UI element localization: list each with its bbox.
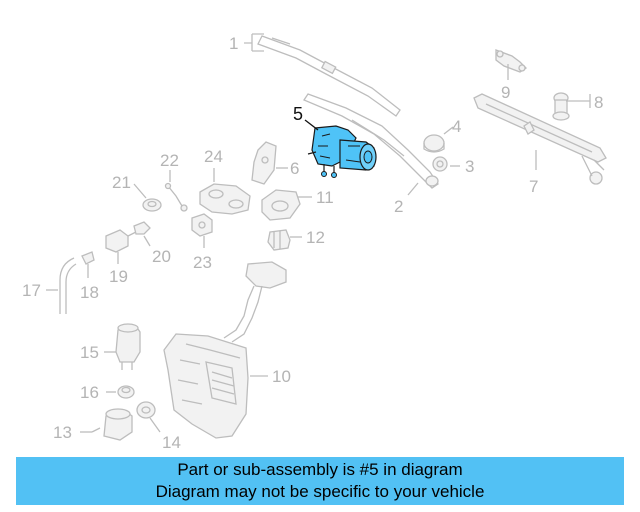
callout-15: 15 <box>80 343 99 362</box>
leader-2 <box>407 182 419 196</box>
leader-20 <box>143 235 151 247</box>
callout-11: 11 <box>316 188 334 207</box>
callout-2: 2 <box>394 197 403 216</box>
leader-8 <box>566 94 591 108</box>
part-6-bracket <box>251 141 277 185</box>
part-18-clip <box>81 251 95 265</box>
callout-21: 21 <box>112 173 131 192</box>
callout-18: 18 <box>80 283 99 302</box>
part-1-wiper-arm <box>257 35 401 117</box>
callout-6: 6 <box>290 159 299 178</box>
part-4-cap <box>423 134 445 153</box>
part-23-valve <box>191 213 213 237</box>
leader-14 <box>149 417 161 433</box>
leader-21 <box>133 183 147 199</box>
part-13-pump <box>91 408 133 441</box>
part-17-hose <box>59 257 77 314</box>
part-16-seal <box>117 385 135 399</box>
callout-4: 4 <box>452 117 461 136</box>
callout-5: 5 <box>293 104 303 124</box>
info-banner: Part or sub-assembly is #5 in diagram Di… <box>16 457 624 505</box>
callout-24: 24 <box>204 147 223 166</box>
part-15-washer-pump <box>115 323 141 370</box>
callout-19: 19 <box>109 267 128 286</box>
callout-1: 1 <box>229 34 238 53</box>
callout-14: 14 <box>162 433 181 452</box>
callout-20: 20 <box>152 247 171 266</box>
part-12-filler-cap <box>267 229 291 251</box>
part-20-nozzle <box>133 221 151 235</box>
part-2-wiper-arm <box>303 93 439 189</box>
banner-line-2: Diagram may not be specific to your vehi… <box>155 482 485 501</box>
part-10-washer-reservoir <box>163 261 287 439</box>
callout-12: 12 <box>306 228 325 247</box>
part-24-nozzle-housing <box>199 183 251 215</box>
leader-5 <box>304 119 319 131</box>
part-8-bushing <box>552 92 570 121</box>
part-21-grommet <box>142 198 162 212</box>
callout-17: 17 <box>22 281 41 300</box>
leader-4 <box>443 126 454 135</box>
banner-line-1: Part or sub-assembly is #5 in diagram <box>177 460 463 479</box>
callout-8: 8 <box>594 93 603 112</box>
part-14-grommet <box>136 401 156 419</box>
callout-23: 23 <box>193 253 212 272</box>
part-9-link-plate <box>495 49 528 73</box>
callout-16: 16 <box>80 383 99 402</box>
callout-3: 3 <box>465 157 474 176</box>
part-19-connector <box>105 229 137 253</box>
callout-13: 13 <box>53 423 72 442</box>
callout-10: 10 <box>272 367 291 386</box>
callout-9: 9 <box>501 83 510 102</box>
callout-22: 22 <box>160 151 179 170</box>
part-3-nut <box>432 156 448 172</box>
part-5-wiper-motor <box>307 125 377 178</box>
part-11-mount <box>261 189 301 221</box>
callout-7: 7 <box>529 177 538 196</box>
part-7-wiper-linkage <box>473 93 607 185</box>
leader-1 <box>244 33 264 52</box>
part-22-hose-connector <box>164 182 188 212</box>
